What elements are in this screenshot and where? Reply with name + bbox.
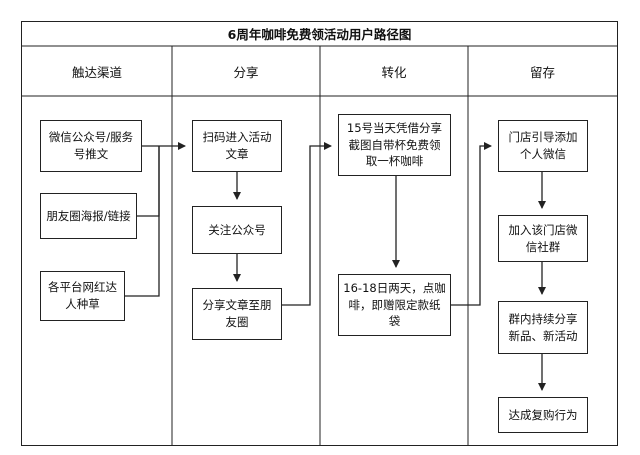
node-group-share: 群内持续分享新品、新活动 <box>498 301 588 354</box>
lane-header-retain: 留存 <box>529 64 555 80</box>
node-store-add-wechat: 门店引导添加个人微信 <box>498 120 588 172</box>
lane-header-share: 分享 <box>233 64 259 80</box>
node-join-group: 加入该门店微信社群 <box>498 215 588 262</box>
diagram-title: 6周年咖啡免费领活动用户路径图 <box>227 27 412 42</box>
node-repurchase: 达成复购行为 <box>498 397 588 433</box>
node-influencer-seeding: 各平台网红达人种草 <box>40 271 125 321</box>
node-moments-poster: 朋友圈海报/链接 <box>40 193 137 239</box>
node-follow-account: 关注公众号 <box>192 206 282 254</box>
node-gift-16-18: 16-18日两天，点咖啡，即赠限定款纸袋 <box>338 274 451 336</box>
lane-header-reach: 触达渠道 <box>71 64 122 80</box>
connector-influencer-merge <box>125 146 160 297</box>
node-share-article: 分享文章至朋友圈 <box>192 288 282 340</box>
connector-gift-to-store <box>451 142 492 306</box>
connector-share-to-coffee <box>282 142 332 306</box>
node-free-coffee-15: 15号当天凭借分享截图自带杯免费领取一杯咖啡 <box>338 114 451 176</box>
node-scan-article: 扫码进入活动文章 <box>192 120 282 172</box>
node-wechat-push: 微信公众号/服务号推文 <box>40 120 142 172</box>
lane-header-convert: 转化 <box>381 64 407 80</box>
